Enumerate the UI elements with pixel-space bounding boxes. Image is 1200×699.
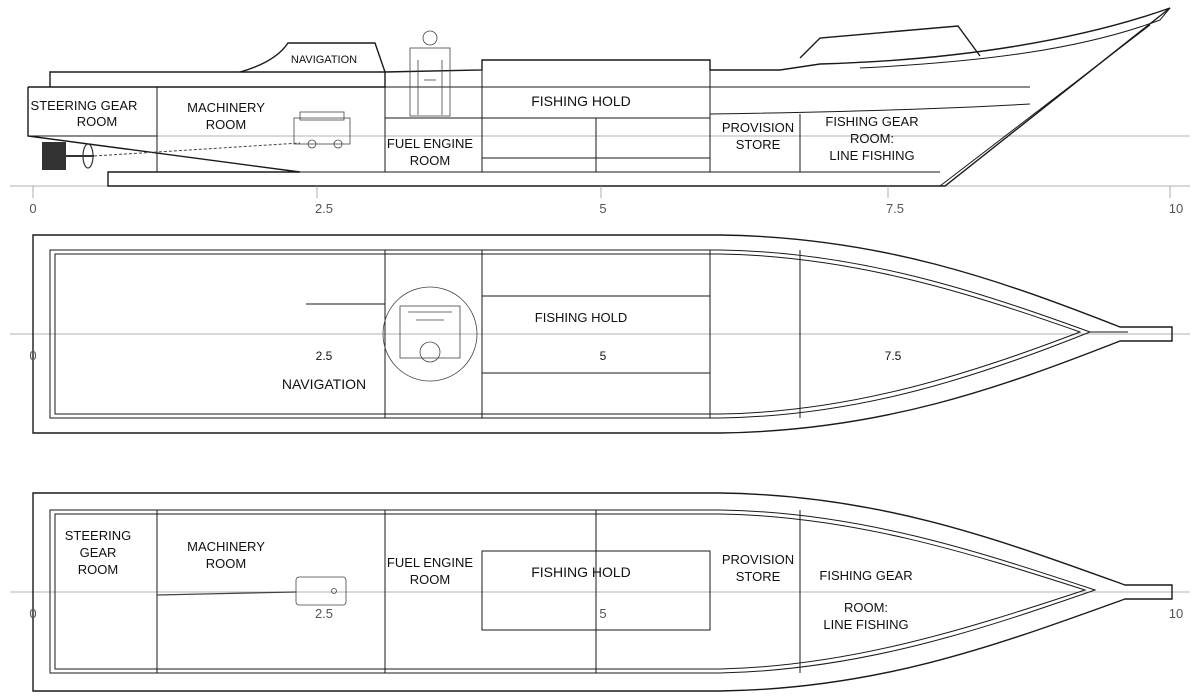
lower-hull-outer: [32, 492, 1173, 692]
lower-steering-label-line2: GEAR: [80, 545, 117, 560]
deck-tick-0: 0: [29, 348, 36, 363]
lower-steering-label-line1: STEERING: [65, 528, 131, 543]
lower-machinery-label-line1: MACHINERY: [187, 539, 265, 554]
lower-engine-icon: [295, 576, 347, 606]
lower-fishing-hold-label: FISHING HOLD: [531, 564, 631, 580]
lower-fishing-gear-label-line1: FISHING GEAR: [819, 568, 912, 583]
lower-provision-label-line2: STORE: [736, 569, 781, 584]
lower-tick-2-5: 2.5: [315, 606, 333, 621]
machinery-label-line2: ROOM: [206, 117, 246, 132]
lower-tick-10: 10: [1169, 606, 1183, 621]
seated-person-icon: [409, 30, 451, 117]
stem-inner: [939, 24, 1151, 187]
foredeck-cabin: [799, 25, 981, 59]
lower-fuel-engine-label-line2: ROOM: [410, 572, 450, 587]
side-tick-2-5: 2.5: [315, 201, 333, 216]
deck-hull-outer: [32, 234, 1173, 434]
person-top-view-icon: [382, 286, 478, 382]
side-tick-0: 0: [29, 201, 36, 216]
side-tick-7-5: 7.5: [886, 201, 904, 216]
lower-fishing-gear-label-line2: ROOM:: [844, 600, 888, 615]
lower-fishing-gear-label-line3: LINE FISHING: [823, 617, 908, 632]
lower-fuel-engine-label-line1: FUEL ENGINE: [387, 555, 474, 570]
propeller-icon: [42, 142, 94, 170]
fishing-gear-label-line2: ROOM:: [850, 131, 894, 146]
fuel-engine-label-line1: FUEL ENGINE: [387, 136, 474, 151]
bow-rail: [859, 7, 1171, 69]
lower-tick-0: 0: [29, 606, 36, 621]
side-tick-5: 5: [599, 201, 606, 216]
navigation-house: [239, 42, 386, 73]
lower-tick-5: 5: [599, 606, 606, 621]
lower-provision-label-line1: PROVISION: [722, 552, 794, 567]
side-elevation-view: NAVIGATION STEERING GEAR ROOM MACHINERY …: [10, 7, 1190, 216]
fuel-engine-label-line2: ROOM: [410, 153, 450, 168]
engine-icon: [293, 111, 351, 149]
side-tick-10: 10: [1169, 201, 1183, 216]
fishing-hold-label: FISHING HOLD: [531, 93, 631, 109]
sheer-line: [709, 103, 1031, 115]
provision-label-line1: PROVISION: [722, 120, 794, 135]
fishing-gear-label-line1: FISHING GEAR: [825, 114, 918, 129]
deck-tick-7-5: 7.5: [885, 349, 902, 363]
deck-navigation-label: NAVIGATION: [282, 376, 366, 392]
fishing-gear-label-line3: LINE FISHING: [829, 148, 914, 163]
deck-tick-2-5: 2.5: [316, 349, 333, 363]
deck-hull-inner-2: [54, 253, 1082, 415]
lower-plan-view: STEERING GEAR ROOM MACHINERY ROOM FUEL E…: [10, 492, 1190, 692]
navigation-label: NAVIGATION: [291, 54, 357, 66]
deck-hull-inner-1: [49, 249, 1092, 419]
deck-fishing-hold-label: FISHING HOLD: [535, 310, 627, 325]
machinery-label-line1: MACHINERY: [187, 100, 265, 115]
lower-machinery-label-line2: ROOM: [206, 556, 246, 571]
lower-steering-label-line3: ROOM: [78, 562, 118, 577]
provision-label-line2: STORE: [736, 137, 781, 152]
steering-gear-label-line2: ROOM: [77, 114, 117, 129]
steering-gear-label-line1: STEERING GEAR: [31, 98, 138, 113]
propeller-shaft: [93, 142, 301, 157]
deck-tick-5: 5: [600, 349, 607, 363]
deck-plan-view: FISHING HOLD NAVIGATION 0 2.5 5 7.5: [10, 234, 1190, 434]
lower-hull-inner-1: [49, 509, 1097, 674]
lower-shaft: [156, 591, 297, 596]
lower-fishing-hold-box: [481, 550, 711, 631]
side-deck-line: [28, 71, 386, 88]
lower-hull-inner-2: [54, 513, 1087, 670]
side-hull-outline: [27, 7, 1171, 187]
